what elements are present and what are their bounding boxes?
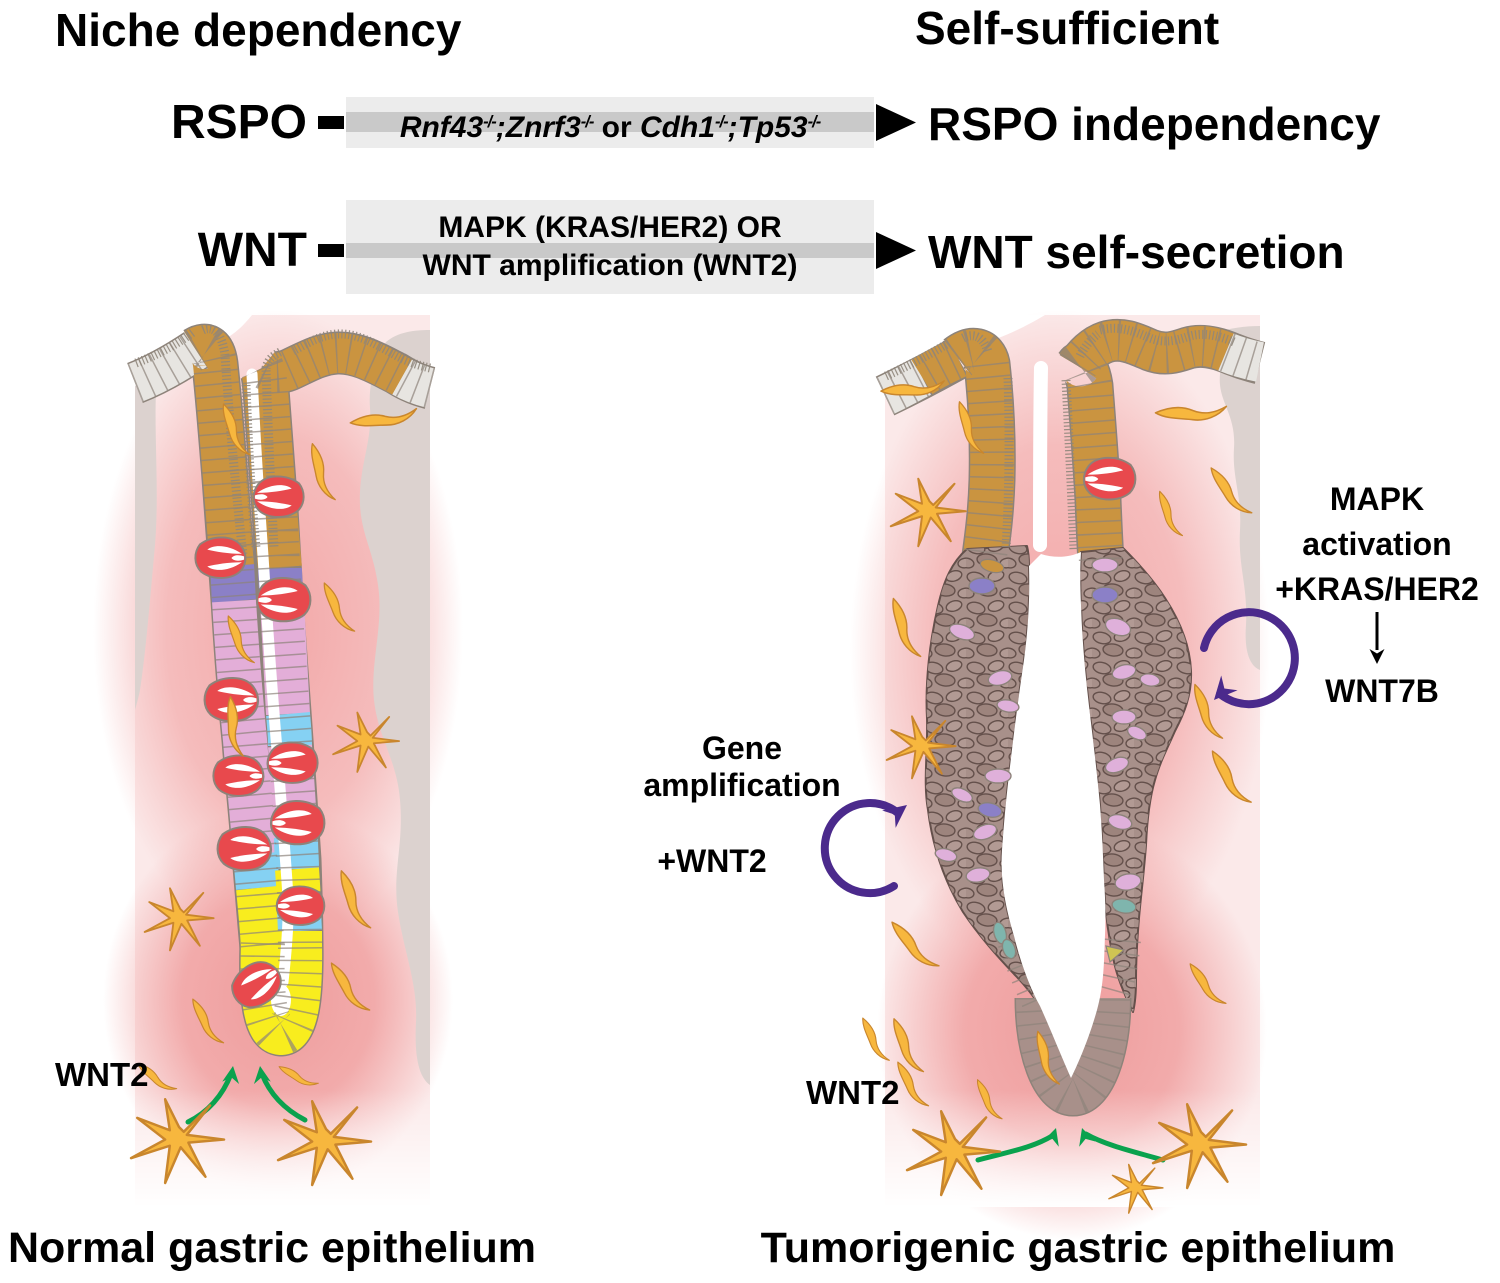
tumorigenic-epithelium-panel	[850, 310, 1270, 1240]
normal-epithelium-panel	[93, 310, 463, 1207]
wnt-transition-arrow	[318, 232, 916, 269]
rspo-transition-arrow	[318, 104, 916, 141]
separator: ;	[727, 110, 738, 144]
separator-or: or	[593, 110, 640, 144]
mapk-cycle-arrow	[1200, 608, 1299, 709]
header-niche-dependency: Niche dependency	[55, 4, 462, 56]
wnt2-arrows-left	[185, 1064, 308, 1125]
gene-line: Gene	[701, 730, 783, 766]
rspo-mutation-box: Rnf43-/-;Znrf3-/- or Cdh1-/-;Tp53-/-	[346, 97, 874, 148]
gene-tp53: Tp53-/-	[737, 110, 822, 144]
gene-cdh1: Cdh1-/-	[640, 110, 729, 144]
mapk-line: MAPK	[1329, 481, 1425, 517]
mapk-activation-annotation: MAPK activation +KRAS/HER2	[1275, 477, 1479, 612]
gene-amplification-cycle-arrow	[820, 796, 914, 898]
activation-line: activation	[1302, 526, 1452, 562]
down-arrow-icon	[1369, 612, 1385, 664]
gene-rnf43: Rnf43-/-	[399, 110, 497, 144]
caption-normal: Normal gastric epithelium	[7, 1224, 537, 1272]
wnt7b-annotation: WNT7B	[1325, 673, 1439, 709]
wnt2-label-right: WNT2	[806, 1074, 900, 1111]
wnt-label: WNT	[197, 224, 307, 277]
wnt-mechanism-line1: MAPK (KRAS/HER2) OR	[438, 211, 782, 244]
wnt-result: WNT self-secretion	[928, 226, 1345, 278]
plus-wnt2-annotation: +WNT2	[657, 843, 767, 879]
tumorigenic-gland	[875, 318, 1266, 1117]
caption-tumorigenic: Tumorigenic gastric epithelium	[760, 1224, 1396, 1272]
rspo-result: RSPO independency	[928, 98, 1381, 150]
amplification-line: amplification	[643, 767, 841, 803]
rspo-label: RSPO	[170, 96, 307, 149]
kras-her2-line: +KRAS/HER2	[1275, 571, 1479, 607]
gene-amplification-annotation: Gene amplification	[643, 730, 840, 804]
separator: ;	[495, 110, 506, 144]
wnt2-label-left: WNT2	[55, 1056, 149, 1093]
wnt-mechanism-box: MAPK (KRAS/HER2) OR WNT amplification (W…	[346, 200, 874, 294]
header-self-sufficient: Self-sufficient	[915, 2, 1220, 54]
gene-znrf3: Znrf3-/-	[505, 110, 595, 144]
wnt2-arrows-right	[975, 1125, 1166, 1163]
wnt-mechanism-line2: WNT amplification (WNT2)	[422, 249, 798, 282]
